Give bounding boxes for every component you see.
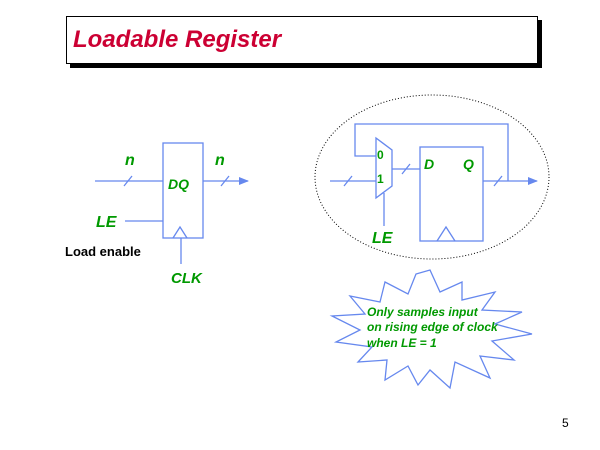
right-register bbox=[330, 123, 538, 242]
left-clock-triangle bbox=[172, 225, 188, 239]
right-register-box bbox=[419, 146, 484, 242]
left-dq-label: DQ bbox=[168, 176, 189, 192]
feedback-wire bbox=[354, 123, 509, 181]
detail-ellipse bbox=[314, 94, 550, 260]
right-clock-triangle bbox=[436, 225, 456, 242]
slide-title: Loadable Register bbox=[73, 26, 282, 53]
callout-line-1: Only samples input bbox=[367, 305, 479, 319]
mux-input-1-label: 1 bbox=[377, 172, 384, 186]
mux-input-0-label: 0 bbox=[377, 148, 384, 162]
left-input-width-label: n bbox=[125, 152, 135, 169]
left-register bbox=[95, 142, 249, 264]
right-le-label: LE bbox=[372, 230, 394, 247]
load-enable-description: Load enable bbox=[65, 244, 141, 259]
page-number: 5 bbox=[562, 416, 569, 430]
right-input-bus-slash bbox=[343, 175, 353, 187]
title-box: Loadable Register bbox=[66, 16, 538, 64]
left-input-bus-slash bbox=[123, 175, 133, 187]
starburst-callout bbox=[329, 269, 533, 390]
mux-shape bbox=[375, 136, 393, 200]
right-q-label: Q bbox=[463, 156, 474, 172]
left-le-label: LE bbox=[96, 214, 118, 231]
left-clk-label: CLK bbox=[171, 270, 203, 287]
left-output-bus-slash bbox=[220, 175, 230, 187]
left-register-box bbox=[162, 142, 204, 239]
callout-line-3: when LE = 1 bbox=[367, 336, 437, 350]
mux-output-bus-slash bbox=[401, 163, 411, 175]
right-output-bus-slash bbox=[493, 175, 503, 187]
left-output-width-label: n bbox=[215, 152, 225, 169]
right-d-label: D bbox=[424, 156, 434, 172]
callout-line-2: on rising edge of clock bbox=[367, 320, 499, 334]
